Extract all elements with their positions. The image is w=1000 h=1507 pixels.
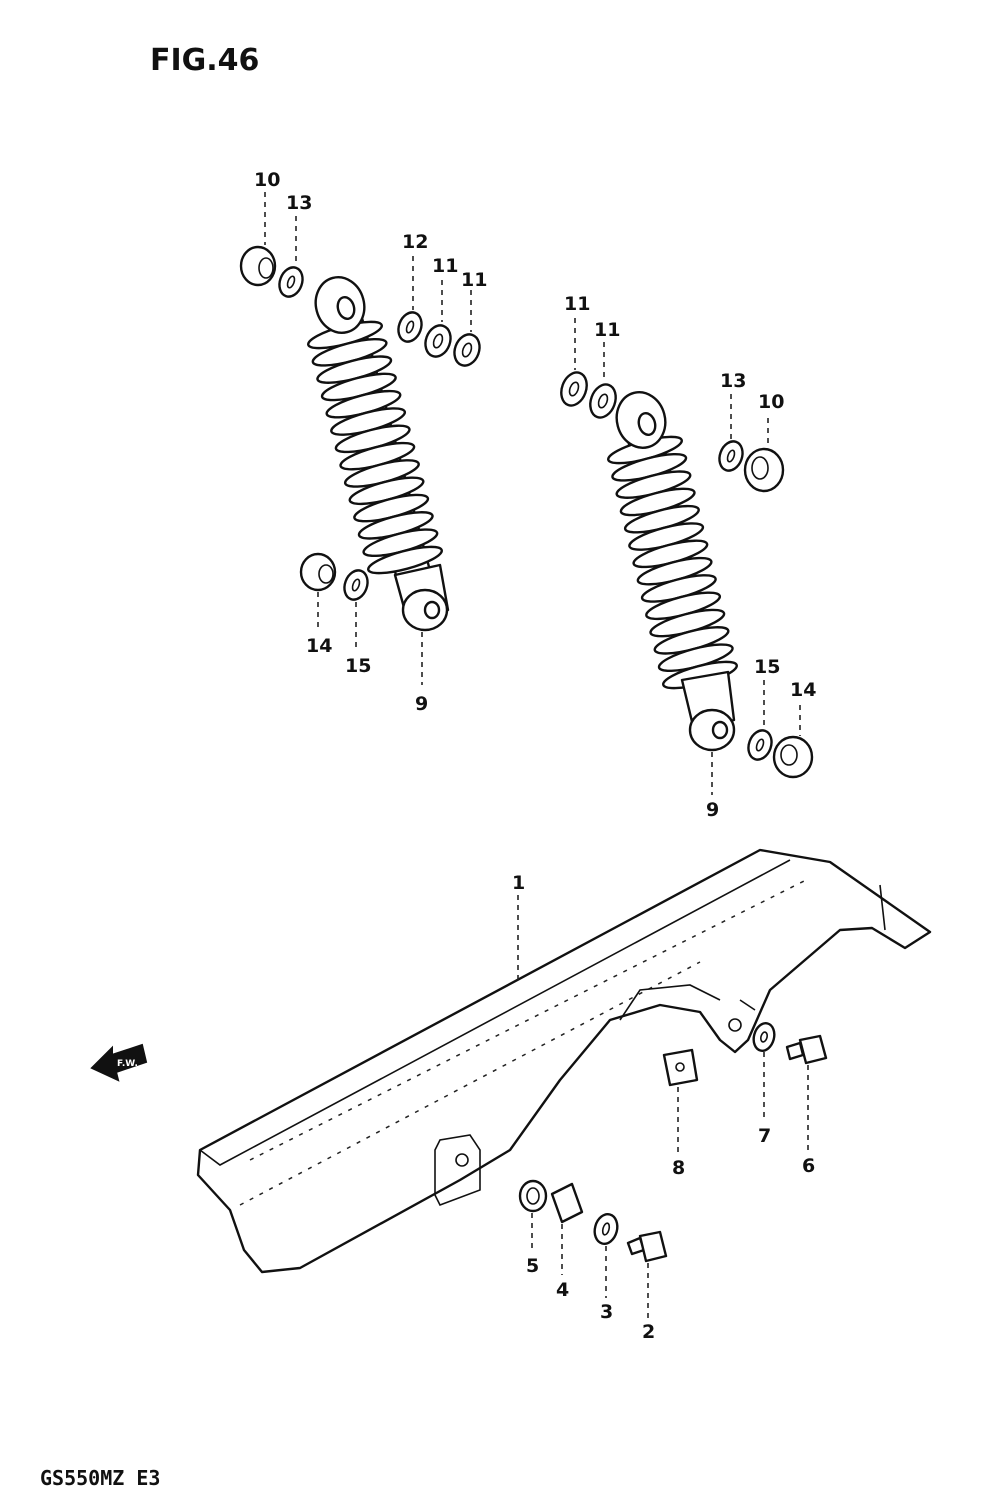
callout-11-right-b: 11 bbox=[594, 319, 620, 341]
model-code-footer: GS550MZ E3 bbox=[40, 1466, 160, 1490]
plate-nut-8 bbox=[662, 1048, 699, 1087]
right-cap-nut-14 bbox=[772, 735, 814, 779]
left-washer-11b bbox=[453, 333, 481, 367]
callout-14-left: 14 bbox=[306, 635, 332, 657]
svg-text:F.W.: F.W. bbox=[117, 1059, 138, 1069]
right-washer-13 bbox=[718, 440, 744, 472]
callout-11-left-b: 11 bbox=[461, 269, 487, 291]
callout-13-right: 13 bbox=[720, 370, 746, 392]
callout-4: 4 bbox=[556, 1279, 569, 1301]
callout-12: 12 bbox=[402, 231, 428, 253]
chain-case bbox=[196, 848, 932, 1274]
callout-3: 3 bbox=[600, 1301, 613, 1323]
front-direction-arrow-icon: F.W. bbox=[90, 1043, 148, 1082]
callout-11-left-a: 11 bbox=[432, 255, 458, 277]
right-washer-11a bbox=[560, 371, 588, 407]
callout-5: 5 bbox=[526, 1255, 539, 1277]
bolt-2 bbox=[626, 1230, 668, 1263]
left-washer-12 bbox=[397, 311, 423, 343]
bushing-5 bbox=[518, 1179, 548, 1213]
washer-7 bbox=[752, 1022, 776, 1052]
callout-9-left: 9 bbox=[415, 693, 428, 715]
right-shock-absorber bbox=[607, 391, 738, 752]
callout-10-right: 10 bbox=[758, 391, 784, 413]
callout-6: 6 bbox=[802, 1155, 815, 1177]
callout-10-left: 10 bbox=[254, 169, 280, 191]
washer-3 bbox=[593, 1213, 619, 1245]
right-washer-15 bbox=[747, 729, 773, 761]
callout-1: 1 bbox=[512, 872, 525, 894]
callout-15-left: 15 bbox=[345, 655, 371, 677]
callout-8: 8 bbox=[672, 1157, 685, 1179]
right-coil-spring bbox=[607, 435, 738, 690]
bolt-6 bbox=[785, 1034, 828, 1065]
callout-11-right-a: 11 bbox=[564, 293, 590, 315]
callout-7: 7 bbox=[758, 1125, 771, 1147]
leader-lines bbox=[264, 192, 809, 1318]
right-washer-11b bbox=[589, 383, 617, 419]
collar-4 bbox=[550, 1182, 584, 1224]
callout-13-left: 13 bbox=[286, 192, 312, 214]
right-cap-nut-10 bbox=[743, 447, 785, 493]
callout-2: 2 bbox=[642, 1321, 655, 1343]
figure-title: FIG.46 bbox=[150, 43, 259, 78]
left-shock-absorber bbox=[307, 276, 450, 632]
left-cap-nut-10 bbox=[239, 245, 277, 287]
callout-15-right: 15 bbox=[754, 656, 780, 678]
left-cap-nut-14 bbox=[299, 552, 337, 592]
left-washer-13 bbox=[278, 266, 304, 298]
callout-9-right: 9 bbox=[706, 799, 719, 821]
spring-coil bbox=[367, 545, 443, 575]
left-coil-spring bbox=[307, 320, 443, 575]
callout-14-right: 14 bbox=[790, 679, 816, 701]
left-washer-11a bbox=[424, 324, 452, 358]
left-washer-15 bbox=[343, 569, 369, 601]
